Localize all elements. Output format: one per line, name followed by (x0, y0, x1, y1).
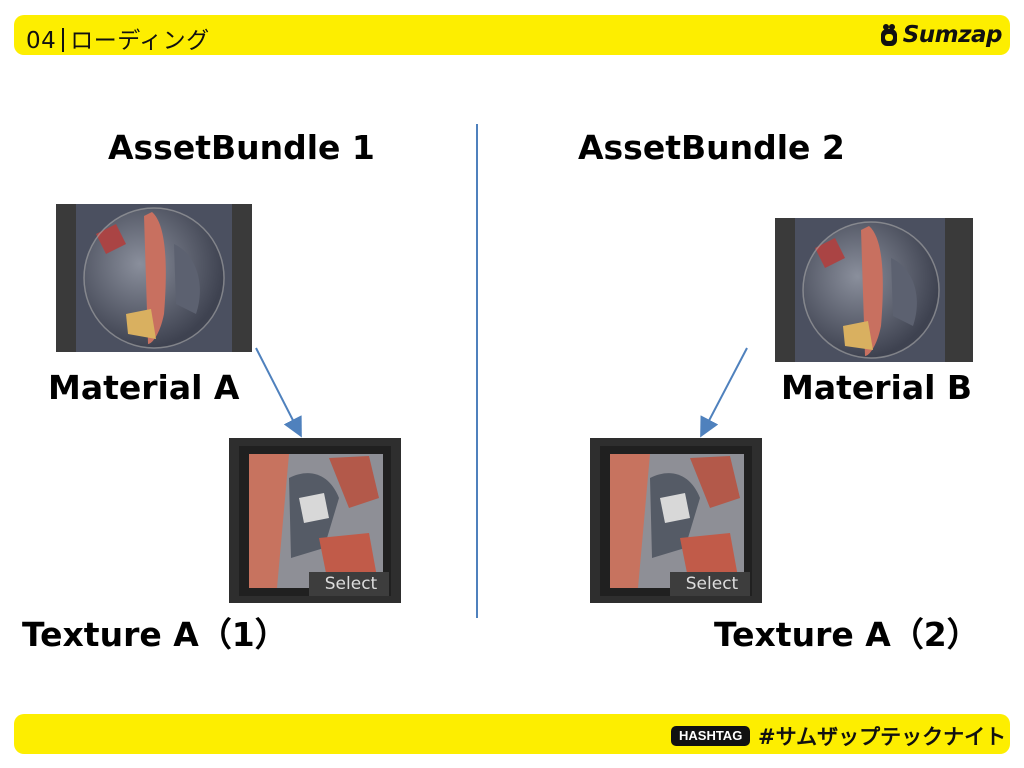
texture-a2-label: Texture A（2） (714, 615, 980, 654)
center-divider (476, 124, 478, 618)
section-title: ローディング (70, 28, 210, 54)
header-bar: 04 ローディング Sumzap (14, 15, 1010, 55)
hashtag-badge: HASHTAG (671, 726, 751, 746)
right-bundle-title: AssetBundle 2 (578, 128, 845, 167)
material-a-label: Material A (48, 368, 240, 407)
hashtag-text: #サムザップテックナイト (758, 725, 1007, 749)
left-bundle-title: AssetBundle 1 (108, 128, 375, 167)
texture-a2-thumbnail[interactable]: Select (590, 438, 762, 603)
arrow-material-a-to-texture (255, 347, 302, 438)
texture-a1-label: Texture A（1） (22, 615, 288, 654)
sumzap-mascot-icon (880, 24, 897, 46)
select-button[interactable]: Select (685, 574, 739, 594)
select-button[interactable]: Select (324, 574, 378, 594)
slide-title: 04 ローディング (26, 21, 210, 55)
logo-text: Sumzap (902, 22, 1003, 48)
title-separator (62, 28, 65, 52)
arrow-material-b-to-texture (700, 347, 748, 438)
section-number: 04 (26, 28, 57, 54)
material-sphere-image (56, 204, 252, 352)
sumzap-logo: Sumzap (879, 21, 1003, 49)
texture-image (590, 438, 762, 603)
material-sphere-image (775, 218, 973, 362)
material-a-thumbnail (56, 204, 252, 352)
material-b-label: Material B (781, 368, 973, 407)
texture-image (229, 438, 401, 603)
material-b-thumbnail (775, 218, 973, 362)
footer-bar: HASHTAG #サムザップテックナイト (14, 714, 1010, 754)
texture-a1-thumbnail[interactable]: Select (229, 438, 401, 603)
